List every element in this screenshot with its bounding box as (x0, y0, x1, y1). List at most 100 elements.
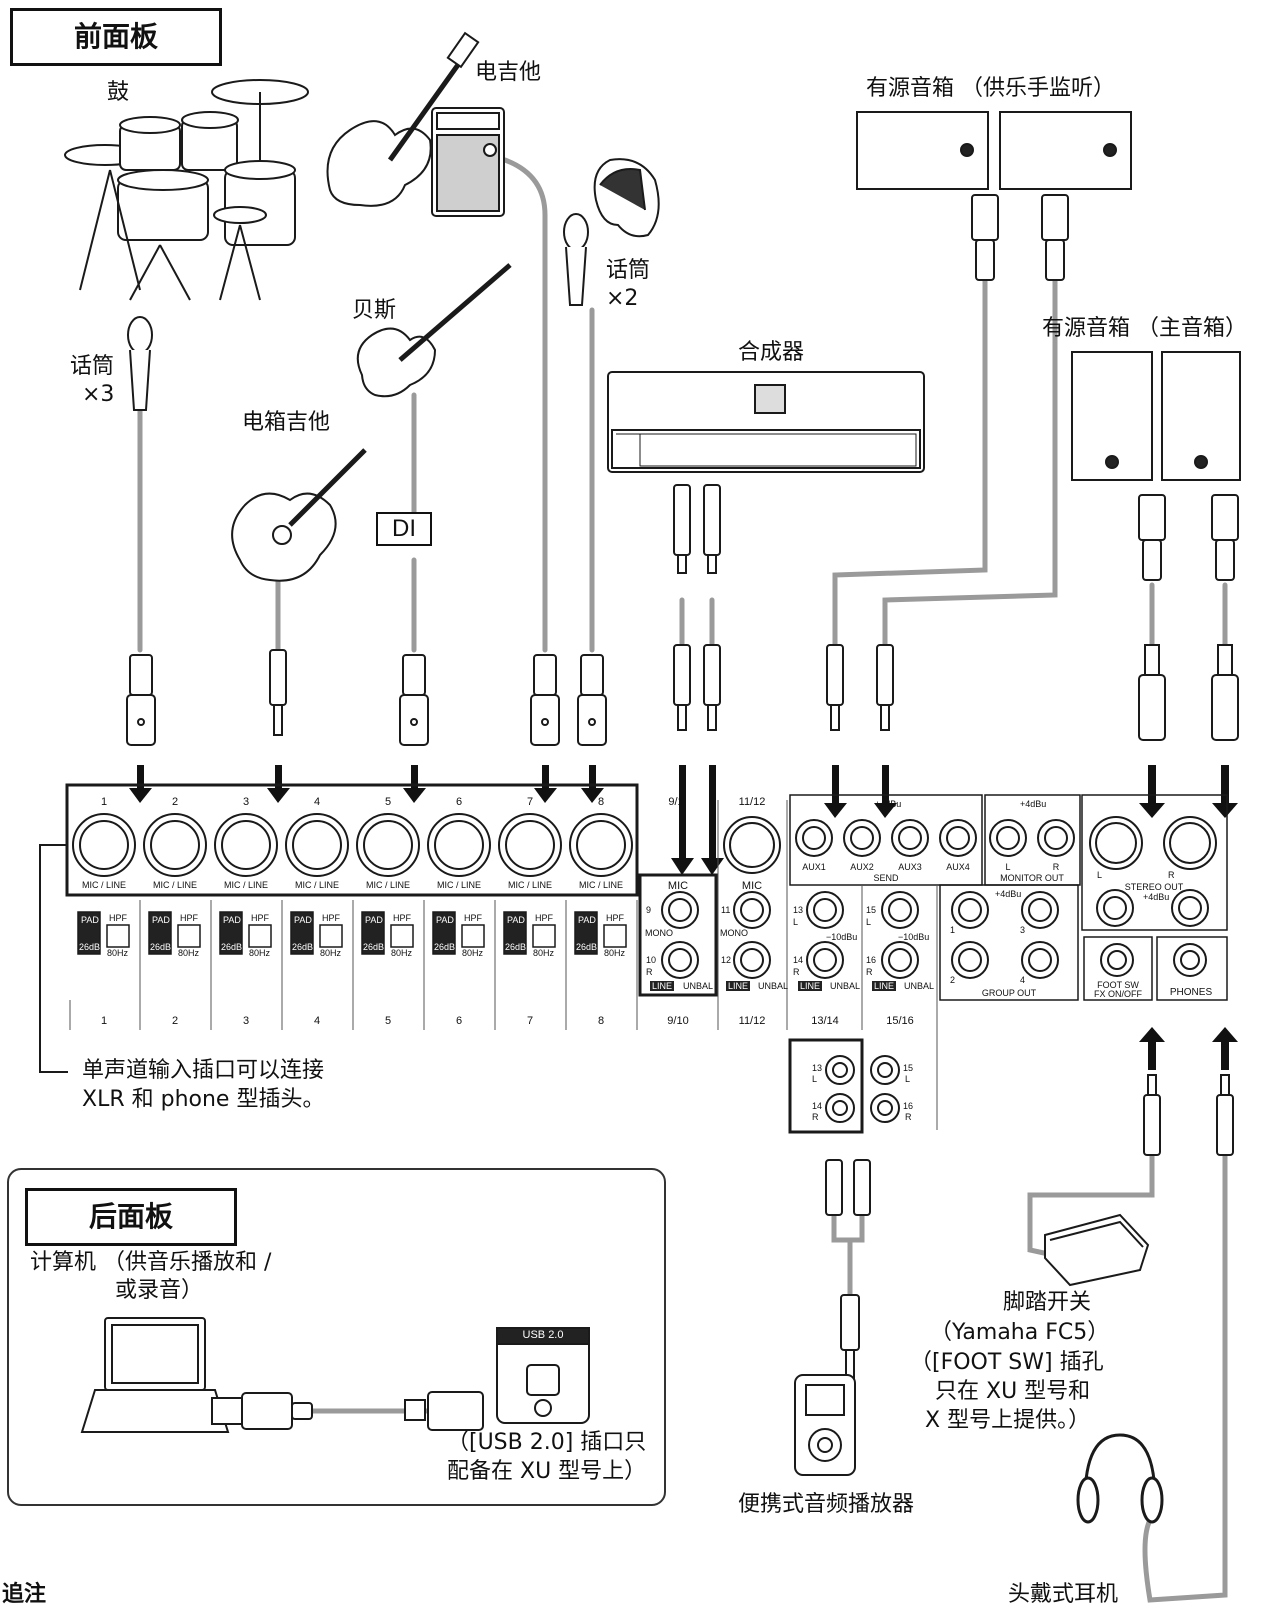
rca-jacks (825, 1055, 900, 1123)
mic-line-6: MIC / LINE (436, 880, 482, 890)
jack-footsw (1100, 943, 1134, 977)
mono-input-note-2: XLR 和 phone 型插头。 (82, 1087, 325, 1112)
arrow-footsw (1139, 1027, 1165, 1070)
mic-right-label-1: 话筒 (606, 258, 651, 283)
xlr-jack-11-12 (723, 816, 781, 874)
pad-value-8: 26dB (576, 942, 598, 952)
bottom-num-3: 3 (242, 1015, 250, 1027)
rca-14 (825, 1093, 855, 1123)
headphones-label: 头戴式耳机 (1008, 1582, 1119, 1607)
arrow-ch9 (671, 765, 694, 875)
ch-num-7: 7 (526, 796, 534, 808)
combo-jack-2 (143, 813, 207, 877)
phone-plug-aux1 (826, 644, 844, 731)
arrow-stereo-l (1139, 765, 1165, 818)
footsw-frame (1083, 936, 1153, 1001)
mic-line-8: MIC / LINE (578, 880, 624, 890)
rca-16-label: 16 (903, 1101, 914, 1111)
jack-12-label: 12 (721, 955, 732, 965)
rca-16 (870, 1093, 900, 1123)
mic-label-910: MIC (667, 880, 689, 892)
combo-jacks (72, 813, 781, 877)
jack-14-label: 14 (793, 955, 804, 965)
rca-16-r: R (905, 1112, 912, 1122)
line-label-910: LINE (650, 981, 675, 991)
pad-label-7: PAD (507, 915, 525, 925)
foot-switch-label-5: X 型号上提供。） (925, 1408, 1091, 1433)
usb-a-plug (211, 1392, 313, 1430)
arrow-ch3 (267, 765, 290, 803)
pad-label-6: PAD (436, 915, 454, 925)
acoustic-guitar-label: 电箱吉他 (242, 410, 331, 435)
ch-1112-top: 11/12 (738, 796, 766, 808)
stereo-r: R (1168, 870, 1175, 880)
bottom-num-910: 9/10 (667, 1015, 689, 1027)
jack-aux3 (891, 819, 929, 857)
jack-13 (806, 891, 844, 929)
phone-plug-aux2 (876, 644, 894, 731)
bottom-num-1112: 11/12 (738, 1015, 766, 1027)
minus10-1314: −10dBu (826, 932, 858, 942)
pad-hpf-switches (77, 911, 627, 955)
portable-player-icon (794, 1374, 856, 1476)
mic-right-label-2: ×2 (606, 286, 639, 311)
combo-jack-3 (214, 813, 278, 877)
jack-12 (733, 941, 771, 979)
bass-label: 贝斯 (352, 298, 397, 323)
mic-line-7: MIC / LINE (507, 880, 553, 890)
r-label-10: R (646, 967, 653, 977)
rca-frame (788, 1038, 864, 1134)
send-frame (789, 794, 983, 886)
hpf-label-1: HPF (109, 913, 127, 923)
arrow-stereo-r (1212, 765, 1238, 818)
xlr-plug-ch1 (126, 654, 156, 746)
jack-16 (881, 941, 919, 979)
guitar-amp-icon (431, 107, 505, 217)
pad-label-5: PAD (365, 915, 383, 925)
signal-arrows (129, 765, 1238, 1070)
usb-port (496, 1327, 590, 1424)
bottom-num-4: 4 (313, 1015, 321, 1027)
r-label-14: R (793, 967, 800, 977)
xlr-plug-monitor-l (971, 194, 999, 281)
bottom-num-1: 1 (100, 1015, 108, 1027)
cables (137, 157, 1228, 1603)
aux1-label: AUX1 (802, 862, 826, 872)
jack-16-label: 16 (866, 955, 877, 965)
foot-switch-label-2: （Yamaha FC5） (930, 1320, 1110, 1345)
foot-switch-label-3: （[FOOT SW] 插孔 (910, 1350, 1104, 1375)
mic-line-4: MIC / LINE (294, 880, 340, 890)
pad-value-6: 26dB (434, 942, 456, 952)
ch-num-4: 4 (313, 796, 321, 808)
r-label-16: R (866, 967, 873, 977)
stereo-out-frame (1081, 794, 1228, 931)
jack-10 (661, 941, 699, 979)
mono-label-1112: MONO (720, 928, 748, 938)
usb-b-plug (404, 1391, 484, 1431)
singer-icon (593, 158, 660, 238)
xlr-plug-ch5 (399, 654, 429, 746)
jack-9 (661, 891, 699, 929)
mic-left-icon (127, 316, 153, 411)
rca-plug-l (825, 1159, 843, 1216)
main-speaker-right-icon (1161, 351, 1241, 481)
arrow-phones (1212, 1027, 1238, 1070)
unbal-label-1314: UNBAL (830, 981, 861, 991)
ch-num-6: 6 (455, 796, 463, 808)
jack-stereo-phone-r (1171, 889, 1209, 927)
di-box: DI (376, 512, 432, 546)
note-bracket (39, 844, 68, 1073)
bottom-num-8: 8 (597, 1015, 605, 1027)
arrow-ch1 (129, 765, 152, 803)
phone-plug-phones (1216, 1074, 1234, 1156)
bass-guitar-icon (356, 263, 512, 398)
rear-panel-title: 后面板 (25, 1188, 237, 1246)
phones-frame (1156, 936, 1228, 1001)
unbal-label-1516: UNBAL (904, 981, 935, 991)
combo-jack-4 (285, 813, 349, 877)
monitor-speaker-left-icon (856, 111, 989, 190)
xlr-plug-ch8 (577, 654, 607, 746)
mic-line-1: MIC / LINE (81, 880, 127, 890)
headphones-icon (1076, 1433, 1164, 1524)
pad-value-4: 26dB (292, 942, 314, 952)
